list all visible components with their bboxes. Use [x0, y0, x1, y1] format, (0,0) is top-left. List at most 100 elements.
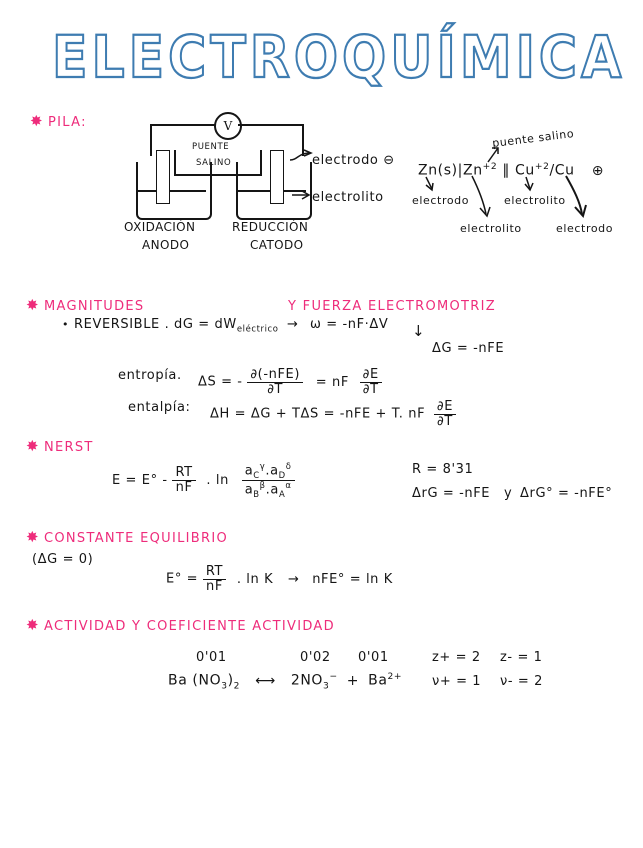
arrow-electrodo-right — [565, 175, 587, 219]
galvanic-cell-diagram: V PUENTE SALINO OXIDACIÓN ANODO REDUCCIÓ… — [124, 112, 338, 262]
constante-eq-start: E° = — [166, 571, 199, 587]
num-a1-sub: C — [253, 469, 260, 480]
entropia-fraction-1: ∂(-nFE) ∂T — [247, 367, 304, 397]
concentration-reactant: 0'01 — [196, 650, 227, 665]
wire-left-top — [150, 124, 216, 126]
callout-electrolito: electrolito — [312, 190, 384, 205]
reversible-subscript: eléctrico — [236, 323, 279, 334]
callout-electrodo-text: electrodo — [312, 153, 379, 168]
cell-notation-right-tail: /Cu — [549, 162, 575, 179]
electrode-cathode — [270, 150, 284, 204]
entalpia-fraction: ∂E ∂T — [433, 399, 457, 429]
label-anodo: ANODO — [142, 238, 190, 252]
entalpia-numerator: ∂E — [436, 399, 454, 414]
nerst-ln: . ln — [206, 472, 229, 488]
stoich-anion: ν- = 2 — [500, 674, 543, 689]
product-1-charge: − — [329, 672, 338, 682]
callout-electrodo: electrodo ⊖ — [312, 153, 395, 168]
star-bullet-constante: ✸ — [26, 528, 39, 546]
beaker-cathode — [236, 162, 312, 220]
cell-notation-positive-sign: ⊕ — [591, 162, 605, 179]
voltmeter: V — [214, 112, 242, 140]
reactant-paren: ) — [227, 672, 234, 689]
constante-eq-end: nFE° = ln K — [312, 571, 393, 587]
wire-right-down — [302, 124, 304, 156]
delta-rg-equation: ΔrG = -nFE — [412, 486, 491, 501]
delta-g-equation: ΔG = -nFE — [432, 341, 505, 356]
section-heading-fuerza-electromotriz: Y FUERZA ELECTROMOTRIZ — [288, 299, 496, 314]
star-bullet-magnitudes: ✸ — [26, 296, 39, 314]
nerst-activity-fraction: aCγ.aDδ aBβ.aAα — [241, 462, 295, 499]
label-electrolito-left: electrolito — [460, 222, 522, 235]
star-bullet-nerst: ✸ — [26, 437, 39, 455]
num-dot: . — [265, 463, 271, 479]
charge-cation: z+ = 2 — [432, 650, 481, 665]
plus-sign: + — [346, 672, 360, 689]
constante-eq-mid: . ln K — [236, 571, 274, 587]
label-entalpia: entalpía: — [128, 400, 191, 415]
num-a1: a — [244, 463, 254, 479]
hook-arrow: ↓ — [412, 322, 426, 340]
entropia-equation: ΔS = - ∂(-nFE) ∂T = nF ∂E ∂T — [198, 368, 382, 396]
line-reversible: REVERSIBLE . dG = dWeléctrico — [74, 317, 279, 334]
entalpia-equation: ΔH = ΔG + TΔS = -nFE + T. nF ∂E ∂T — [210, 399, 457, 429]
product-1-sub: 3 — [323, 681, 330, 692]
concentration-product-2: 0'01 — [358, 650, 389, 665]
nerst-rt-nf-fraction: RT nF — [172, 465, 196, 495]
arrow-reversible: → — [287, 317, 299, 332]
den-a1-sup: β — [259, 479, 266, 490]
num-a2-sup: δ — [285, 461, 292, 471]
num-a2-sub: D — [278, 469, 286, 480]
cell-notation-right: Cu — [515, 162, 535, 179]
star-bullet-actividad: ✸ — [26, 616, 39, 634]
product-2-charge: 2+ — [387, 672, 403, 682]
salt-bridge-label-bottom: SALINO — [194, 158, 234, 168]
entropia-denominator-2: ∂T — [359, 381, 382, 397]
entropia-eq-start: ΔS = - — [198, 374, 243, 390]
cell-notation: Zn(s)|Zn+2 ‖ Cu+2/Cu ⊕ — [418, 162, 604, 179]
star-bullet-pila: ✸ — [30, 112, 43, 130]
num-a2: a — [270, 463, 279, 479]
conjunction-y: y — [504, 486, 513, 501]
constante-arrow: → — [287, 571, 300, 587]
den-a1: a — [244, 482, 254, 498]
entropia-numerator: ∂(-nFE) — [250, 367, 301, 382]
section-heading-actividad: ACTIVIDAD Y COEFICIENTE ACTIVIDAD — [44, 619, 335, 634]
entropia-fraction-2: ∂E ∂T — [359, 368, 382, 397]
section-heading-pila: PILA: — [48, 115, 87, 130]
label-entropia: entropía. — [118, 368, 182, 383]
product-2-formula: Ba — [368, 672, 388, 689]
constante-condition: (ΔG = 0) — [32, 552, 94, 567]
reactant-sub-2: 2 — [233, 681, 241, 692]
bullet-reversible: • — [62, 318, 70, 331]
reactant-sub-1: 3 — [221, 681, 228, 692]
cell-notation-separator: ‖ — [502, 162, 510, 179]
entropia-denominator: ∂T — [247, 381, 304, 397]
nerst-nf-denominator: nF — [172, 479, 196, 495]
num-a1-sup: γ — [259, 461, 266, 471]
charge-anion: z- = 1 — [500, 650, 543, 665]
entalpia-denominator: ∂T — [433, 413, 457, 429]
wire-left-down — [150, 124, 152, 156]
gas-constant-value: R = 8'31 — [412, 462, 474, 477]
constante-nf-denominator: nF — [202, 578, 227, 594]
nerst-rt-numerator: RT — [175, 465, 193, 481]
label-electrodo-left: electrodo — [412, 194, 470, 207]
equilibrium-arrow: ⟷ — [255, 672, 276, 689]
den-a1-sub: B — [253, 488, 260, 499]
arrow-electrolito-mid — [524, 176, 534, 192]
den-a2-sub: A — [278, 488, 286, 499]
page-title: ELECTROQUÍMICA — [51, 23, 626, 92]
den-a2-sup: α — [285, 479, 292, 490]
label-electrolito-mid: electrolito — [504, 194, 566, 207]
section-heading-constante-equilibrio: CONSTANTE EQUILIBRIO — [44, 531, 229, 546]
constante-rt-numerator: RT — [205, 564, 224, 579]
label-reduccion: REDUCCIÓN — [232, 220, 309, 234]
beaker-anode — [136, 162, 212, 220]
nerst-equation: E = E° - RT nF . ln aCγ.aDδ aBβ.aAα — [112, 462, 295, 499]
wire-right-top — [238, 124, 304, 126]
nerst-activity-numerator: aCγ.aDδ — [242, 462, 295, 480]
concentration-product-1: 0'02 — [300, 650, 331, 665]
label-catodo: CATODO — [250, 238, 304, 252]
